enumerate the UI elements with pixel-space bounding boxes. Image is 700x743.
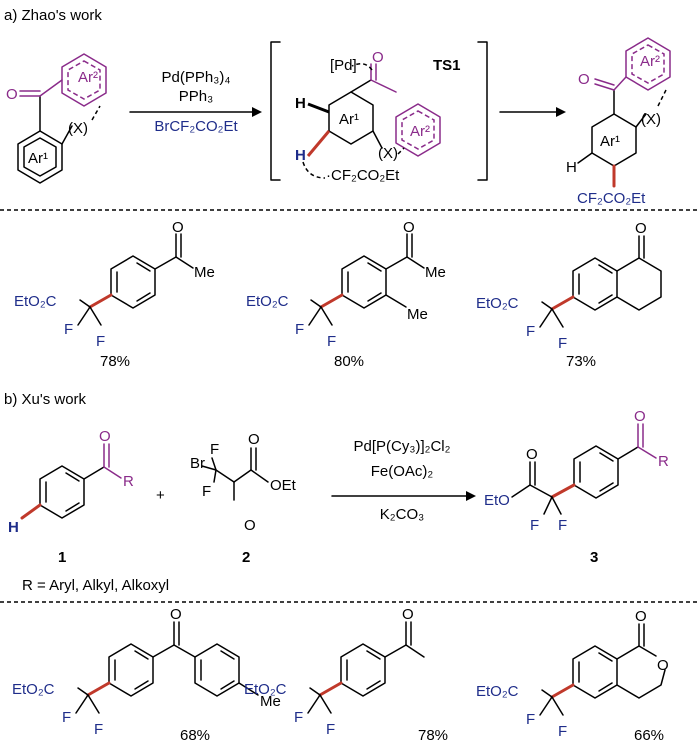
xu-ex2-o: O [402,606,414,623]
ex1-me: Me [194,264,215,281]
c3-r: R [658,453,669,470]
part-a-heading: a) Zhao's work [4,7,102,24]
ex2-yield: 80% [334,353,364,370]
ts-o-atom: O [372,49,384,66]
c1-r: R [123,473,134,490]
reaction-arrow-a1: Pd(PPh₃)₄ PPh₃ BrCF₂CO₂Et [129,69,262,135]
ts1-label: TS1 [433,57,461,74]
xu-ex2-yield: 78% [418,727,448,743]
transition-state: [Pd] O TS1 H H Ar¹ Ar² (X) ·CF₂CO₂Et [270,41,488,184]
xu-ex3-ester: EtO₂C [476,683,519,700]
product-ar2-label: Ar² [640,53,660,70]
compound-2-number: 2 [242,549,250,566]
xu-ex3-f2: F [558,723,567,740]
h-label-bottom: H [295,147,306,164]
ex1-ester: EtO₂C [14,293,57,310]
reagent-pph3: PPh₃ [179,88,213,105]
radical-label: ·CF₂CO₂Et [326,167,400,184]
c3-f1: F [530,517,539,534]
xu-ex1-o: O [170,606,182,623]
zhao-product: O Ar² (X) Ar¹ H CF₂CO₂Et [566,37,671,207]
ar2-label: Ar² [78,69,98,86]
zhao-example-2: O Me Me EtO₂C F F 80% [246,219,446,370]
ex3-ester: EtO₂C [476,295,519,312]
compound-1: O R H 1 [8,428,134,566]
xu-ex1-f2: F [94,721,103,738]
ar1-label: Ar¹ [28,150,48,167]
pd-label: [Pd] [330,57,357,74]
ex2-me-1: Me [425,264,446,281]
reaction-arrow-b: Pd[P(Cy₃)]₂Cl₂ Fe(OAc)₂ K₂CO₃ [331,438,476,523]
compound-3-number: 3 [590,549,598,566]
product-x-label: (X) [641,111,661,128]
xu-ex2-f2: F [326,721,335,738]
product-h-label: H [566,159,577,176]
xu-ex3-yield: 66% [634,727,664,743]
r-definition: R = Aryl, Alkyl, Alkoxyl [22,577,169,594]
xu-ex1-ester: EtO₂C [12,681,55,698]
ex2-f2: F [327,333,336,350]
ex1-yield: 78% [100,353,130,370]
ex3-f1: F [526,323,535,340]
c3-o: O [634,408,646,425]
compound-1-number: 1 [58,549,66,566]
ex1-o: O [172,219,184,236]
part-b-heading: b) Xu's work [4,391,87,408]
ex1-f1: F [64,321,73,338]
ex2-ester: EtO₂C [246,293,289,310]
c3-f2: F [558,517,567,534]
zhao-reactant: O Ar² (X) Ar¹ [6,53,107,184]
reagent-pd: Pd(PPh₃)₄ [162,69,231,86]
ex2-me-2: Me [407,306,428,323]
ex3-o: O [635,220,647,237]
c1-h: H [8,519,19,536]
ex3-yield: 73% [566,353,596,370]
ex2-o: O [403,219,415,236]
xu-example-2: O EtO₂C F F 78% [244,606,448,743]
product-o-atom: O [578,71,590,88]
zhao-example-1: O Me EtO₂C F F 78% [14,219,215,370]
xu-ex3-f1: F [526,711,535,728]
c2-oet: OEt [270,477,297,494]
c2-o2: O [244,517,256,534]
plus-sign: + [156,487,165,504]
xu-ex3-o: O [635,608,647,625]
reagent-fe: Fe(OAc)₂ [371,463,434,480]
ex3-f2: F [558,335,567,352]
product-cf2-label: CF₂CO₂Et [577,190,646,207]
reagent-brcf2: BrCF₂CO₂Et [154,118,238,135]
compound-3: O R O EtO F F 3 [484,408,669,566]
xu-example-1: O Me EtO₂C F F 68% [12,606,281,743]
c1-o: O [99,428,111,445]
c2-br: Br [190,455,205,472]
ts-x-label: (X) [378,145,398,162]
xu-ex2-f1: F [294,709,303,726]
c3-eto: EtO [484,492,510,509]
o-atom: O [6,86,18,103]
xu-ex1-me: Me [260,693,281,710]
reaction-arrow-a2 [499,107,566,117]
ex1-f2: F [96,333,105,350]
xu-ex1-f1: F [62,709,71,726]
c2-o: O [248,431,260,448]
c2-f1: F [210,441,219,458]
xu-ex2-ester: EtO₂C [244,681,287,698]
product-ar1-label: Ar¹ [600,133,620,150]
zhao-example-3: O EtO₂C F F 73% [476,220,662,370]
xu-example-3: O O EtO₂C F F 66% [476,608,669,743]
c3-o2: O [526,446,538,463]
ts-ar2-label: Ar² [410,123,430,140]
reagent-k2co3: K₂CO₃ [380,506,424,523]
xu-ex1-yield: 68% [180,727,210,743]
reagent-pd-cy3: Pd[P(Cy₃)]₂Cl₂ [354,438,451,455]
compound-2: Br F F O OEt O 2 [190,431,297,566]
xu-ex3-ring-o: O [657,657,669,674]
x-label: (X) [68,120,88,137]
c2-f2: F [202,483,211,500]
ex2-f1: F [295,321,304,338]
ts-ar1-label: Ar¹ [339,111,359,128]
h-label-top: H [295,95,306,112]
